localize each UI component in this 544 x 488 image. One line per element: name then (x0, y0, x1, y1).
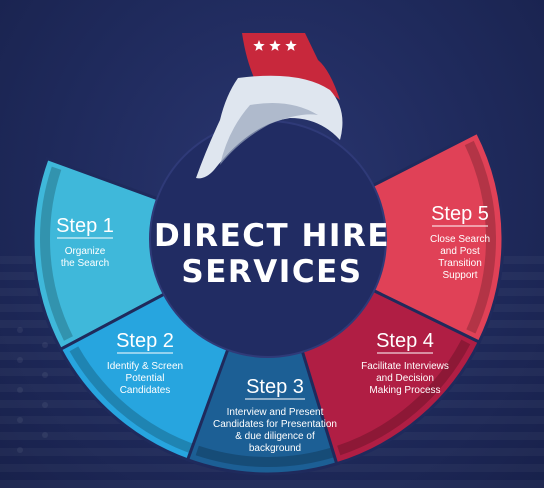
eagle-logo (196, 33, 343, 179)
step-1-text: Step 1 Organize the Search (56, 215, 114, 269)
step-3-desc-line3: & due diligence of (235, 431, 315, 442)
star-icon (253, 40, 265, 51)
step-3-desc-line2: Candidates for Presentation (213, 419, 337, 430)
step-3-desc-line1: Interview and Present (227, 407, 324, 418)
eagle-feather-shade (220, 102, 318, 165)
step-1-desc-line2: the Search (61, 258, 109, 269)
step-5-rim (464, 140, 496, 334)
eagle-head-icon (196, 75, 343, 179)
star-icon (285, 40, 297, 51)
center-title-line2: SERVICES (181, 254, 362, 290)
center-title-line1: DIRECT HIRE (154, 218, 390, 254)
step-5-desc-line4: Support (442, 270, 477, 281)
step-5-text: Step 5 Close Search and Post Transition … (430, 203, 490, 281)
step-segments (31, 130, 505, 476)
step-3-text: Step 3 Interview and Present Candidates … (213, 376, 337, 454)
step-5-desc-line3: Transition (438, 258, 482, 269)
step-5-title: Step 5 (431, 203, 489, 225)
step-1-rim (40, 166, 73, 341)
step-1-title: Step 1 (56, 215, 114, 237)
step-4-text: Step 4 Facilitate Interviews and Decisio… (361, 330, 449, 396)
step-3-title: Step 3 (246, 376, 304, 398)
logo-stars (253, 40, 297, 51)
step-4-rim (337, 339, 471, 456)
step-5-desc-line2: and Post (440, 246, 480, 257)
step-2-desc-line2: Potential (126, 373, 165, 384)
center-hub (150, 121, 386, 357)
step-4-desc-line1: Facilitate Interviews (361, 361, 449, 372)
step-2-desc-line1: Identify & Screen (107, 361, 183, 372)
step-2-desc-line3: Candidates (120, 385, 171, 396)
step-2-title: Step 2 (116, 330, 174, 352)
step-2-rim (69, 346, 210, 459)
step-4-title: Step 4 (376, 330, 434, 352)
step-1-desc-line1: Organize (65, 246, 106, 257)
step-3-desc-line4: background (249, 443, 301, 454)
background-stars (17, 327, 48, 453)
step-2-text: Step 2 Identify & Screen Potential Candi… (107, 330, 183, 396)
step-3-rim (195, 445, 337, 467)
step-4-desc-line2: and Decision (376, 373, 434, 384)
step-4-desc-line3: Making Process (369, 385, 440, 396)
star-icon (269, 40, 281, 51)
step-5-desc-line1: Close Search (430, 234, 490, 245)
